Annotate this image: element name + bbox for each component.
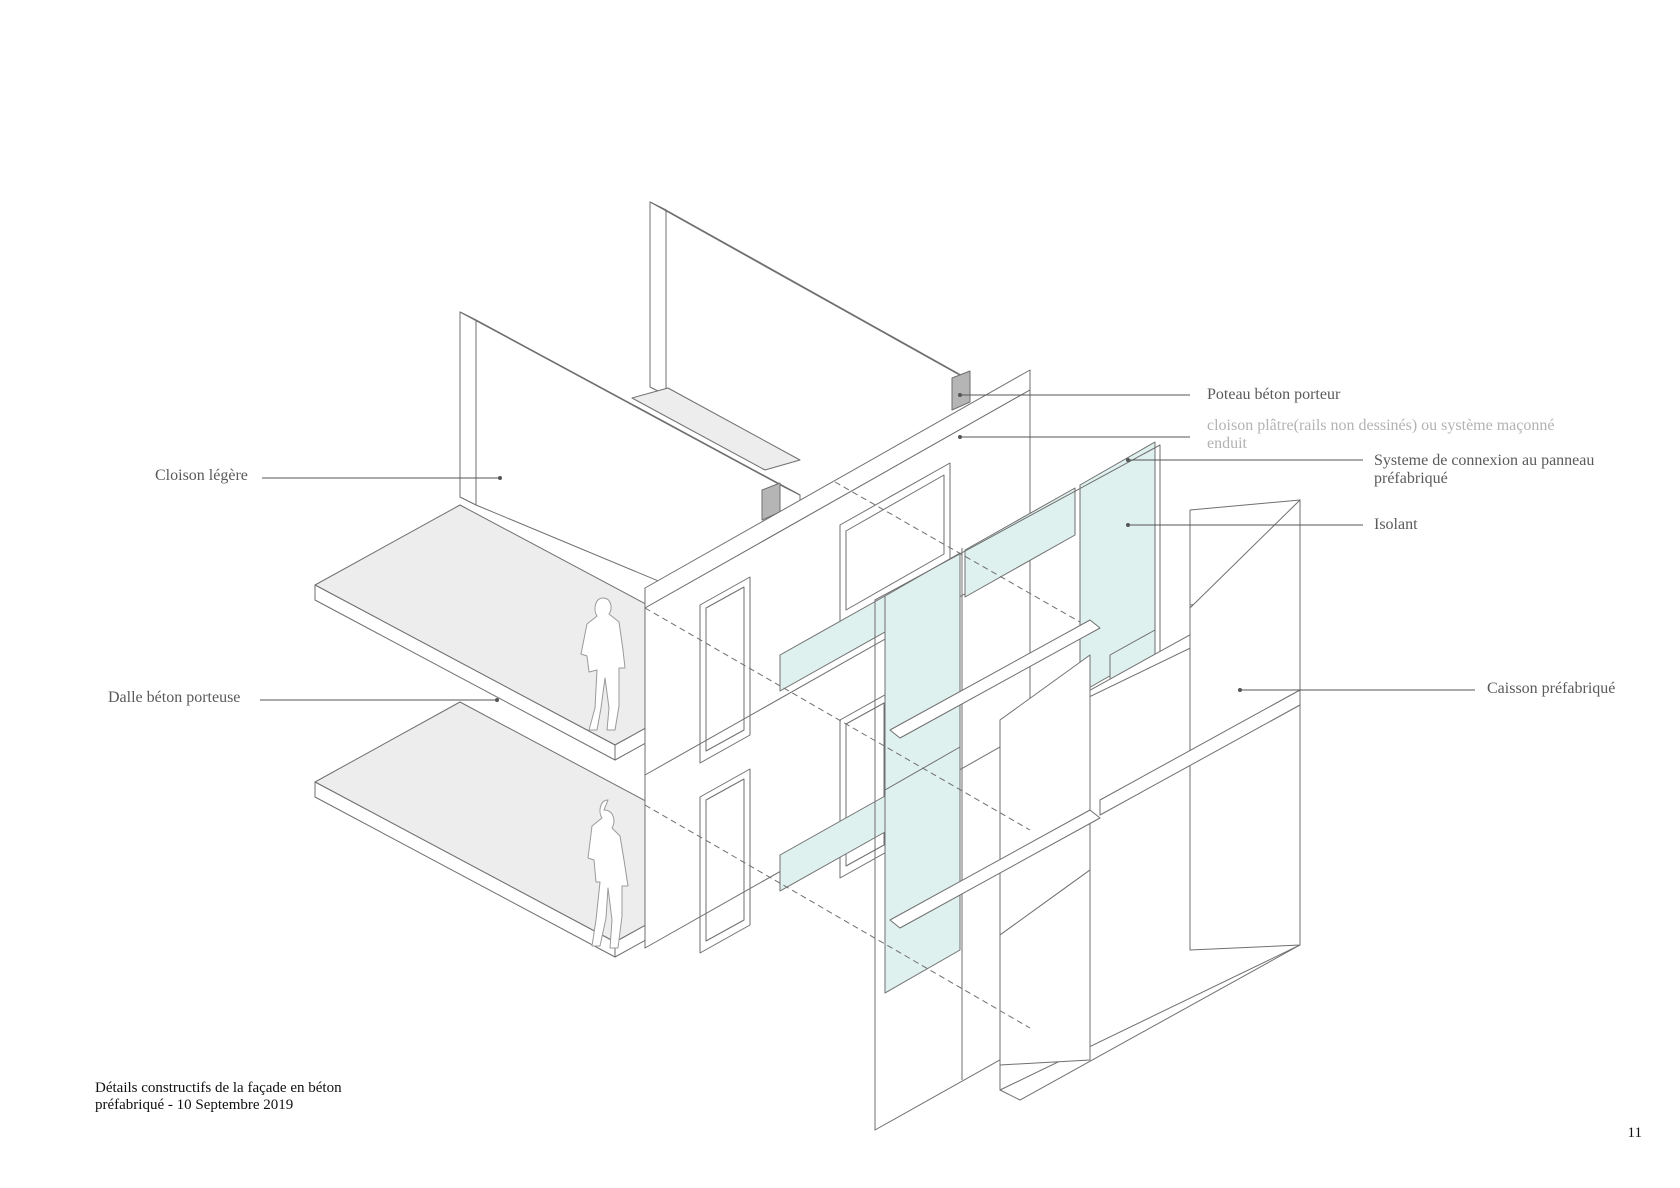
person-silhouette [580, 597, 629, 949]
figure-caption: Détails constructifs de la façade en bét… [95, 1080, 342, 1113]
label-cloison-legere: Cloison légère [155, 467, 248, 484]
concrete-post [761, 370, 971, 521]
label-cloison-platre: cloison plâtre(rails non dessinés) ou sy… [1207, 417, 1555, 452]
label-dalle-beton: Dalle béton porteuse [108, 689, 241, 706]
connection-dashes [644, 481, 1081, 1029]
leader-lines [260, 394, 1475, 701]
page-number: 11 [1627, 1125, 1642, 1141]
label-connexion: Systeme de connexion au panneau préfabri… [1374, 452, 1595, 487]
label-caisson: Caisson préfabriqué [1487, 680, 1616, 697]
label-isolant: Isolant [1374, 516, 1418, 533]
prefab-caisson [889, 499, 1301, 1101]
back-floor-strip [631, 387, 801, 471]
back-wall [649, 201, 971, 396]
label-poteau-beton: Poteau béton porteur [1207, 386, 1341, 403]
